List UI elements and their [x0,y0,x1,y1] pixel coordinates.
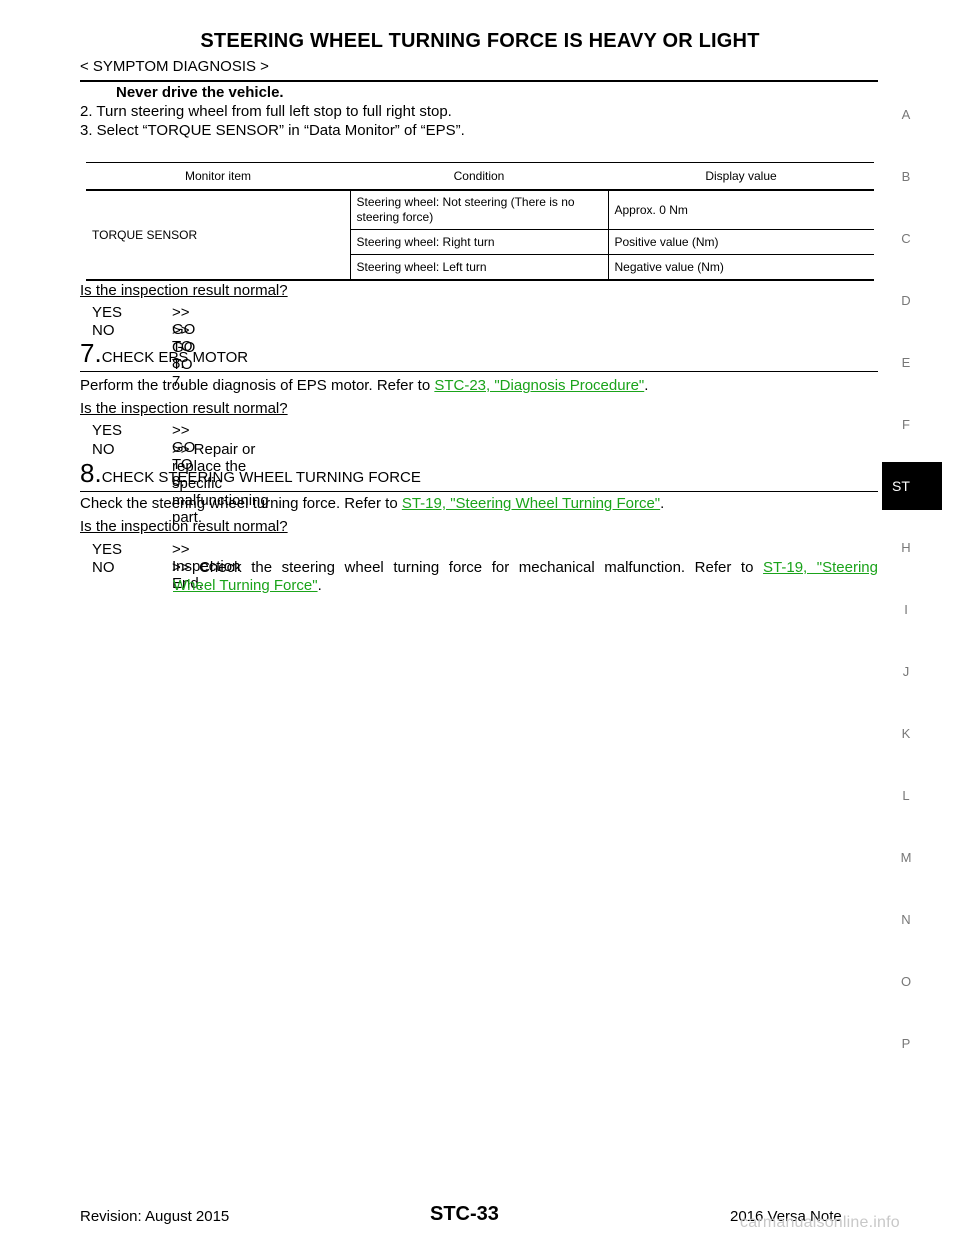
answer-yes-key: YES [92,304,123,321]
stc-23-link[interactable]: STC-23, "Diagnosis Procedure" [434,377,645,394]
side-tab-b[interactable]: B [901,169,911,184]
inspection-question: Is the inspection result normal? [80,400,288,417]
header-monitor-item: Monitor item [86,162,350,191]
st-19-link-part-2[interactable]: Wheel Turning Force" [173,577,318,594]
side-tab-d[interactable]: D [901,293,911,308]
answer-no-value: >> Repair or replace the specific malfun… [172,441,269,526]
step-8-period: . [660,495,665,512]
st-19-link[interactable]: ST-19, "Steering Wheel Turning Force" [401,495,661,512]
step-7-period: . [644,377,649,394]
answer-no-text: >> Check the steering wheel turning forc… [172,559,764,576]
side-tab-o[interactable]: O [900,974,912,989]
step-7-heading: 7.CHECK EPS MOTOR [80,338,878,372]
side-tab-n[interactable]: N [901,912,911,927]
watermark: carmanualsonline.info [740,1214,900,1231]
inspection-question: Is the inspection result normal? [80,518,288,535]
title-divider [80,80,878,82]
side-tab-c[interactable]: C [901,231,911,246]
display-value-cell: Positive value (Nm) [607,229,874,255]
monitor-table: Monitor item Condition Display value TOR… [86,162,874,281]
condition-cell: Steering wheel: Left turn [349,254,608,281]
side-tab-i[interactable]: I [904,602,908,617]
page-title: STEERING WHEEL TURNING FORCE IS HEAVY OR… [200,30,760,52]
step-2-text: 2. Turn steering wheel from full left st… [80,103,452,120]
revision-text: Revision: August 2015 [80,1208,230,1225]
step-8-number: 8. [80,458,102,488]
caution-text: Never drive the vehicle. [116,84,284,101]
display-value-cell: Approx. 0 Nm [607,190,874,230]
step-7-text: Perform the trouble diagnosis of EPS mot… [80,377,435,394]
display-value-cell: Negative value (Nm) [607,254,874,281]
monitor-item-cell: TORQUE SENSOR [86,190,350,281]
step-8-text: Check the steering wheel turning force. … [80,495,402,512]
step-8-instruction: Check the steering wheel turning force. … [80,495,664,512]
st-19-link-part-1[interactable]: ST-19, "Steering [763,559,878,576]
step-7-instruction: Perform the trouble diagnosis of EPS mot… [80,377,648,394]
step-3-text: 3. Select “TORQUE SENSOR” in “Data Monit… [80,122,465,139]
inspection-question: Is the inspection result normal? [80,282,288,299]
step-7-title: CHECK EPS MOTOR [101,349,249,366]
side-tab-f[interactable]: F [902,417,910,432]
step-8-title: CHECK STEERING WHEEL TURNING FORCE [101,469,421,486]
step-7-number: 7. [80,338,102,368]
section-label: < SYMPTOM DIAGNOSIS > [80,58,269,75]
answer-no-key: NO [92,322,115,339]
table-row: Steering wheel: Right turn Positive valu… [86,229,874,255]
condition-cell: Steering wheel: Not steering (There is n… [349,190,608,230]
side-tab-k[interactable]: K [901,726,911,741]
side-tab-j[interactable]: J [902,664,910,679]
answer-no-key: NO [92,559,115,576]
side-tab-p[interactable]: P [901,1036,911,1051]
side-tab-m[interactable]: M [900,850,912,865]
side-tab-l[interactable]: L [902,788,910,803]
answer-yes-value: >> Inspection End. [172,541,241,592]
answer-yes-value: >> GO TO 8. [172,304,196,372]
header-display-value: Display value [608,162,874,191]
model-text: 2016 Versa Note [730,1208,842,1225]
side-tab-h[interactable]: H [901,540,911,555]
answer-no-value: >> Check the steering wheel turning forc… [172,559,878,576]
side-tab-e[interactable]: E [901,355,911,370]
answer-no-value: >> GO TO 7. [172,322,196,390]
table-row: TORQUE SENSOR Steering wheel: Not steeri… [86,190,874,281]
page-number: STC-33 [430,1203,499,1225]
answer-no-line-2: Wheel Turning Force". [173,577,322,594]
answer-yes-value: >> GO TO 8. [172,422,196,490]
table-row: Steering wheel: Left turn Negative value… [86,254,874,281]
answer-yes-key: YES [92,422,123,439]
answer-yes-key: YES [92,541,123,558]
answer-no-key: NO [92,441,115,458]
side-tab-st-active[interactable]: ST [882,462,942,510]
side-tab-a[interactable]: A [901,107,911,122]
condition-cell: Steering wheel: Right turn [349,229,608,255]
answer-no-period: . [317,577,322,594]
step-8-heading: 8.CHECK STEERING WHEEL TURNING FORCE [80,458,878,492]
header-condition: Condition [350,162,608,191]
